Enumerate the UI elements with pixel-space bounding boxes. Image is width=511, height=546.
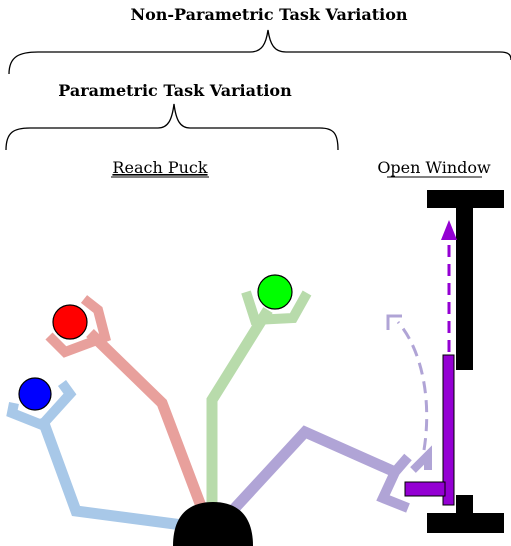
arm-motion-arrow-head [386,314,402,330]
puck-red [52,304,88,340]
parametric-label: Parametric Task Variation [58,81,292,100]
reach-puck-label: Reach Puck [112,158,207,177]
window-frame-lower-post [456,495,473,515]
arm-purple-gripper [376,453,412,513]
non-parametric-brace [8,29,511,75]
arm-purple [217,425,432,526]
arm-green-links [206,307,273,520]
arm-blue-gripper [6,380,77,431]
window-sash [442,354,455,506]
parametric-brace [5,103,339,151]
window-handle [404,481,446,497]
open-window-label: Open Window [377,158,491,177]
arm-red-links [86,329,213,524]
arm-blue [6,380,206,534]
puck-blue [18,377,52,411]
puck-green [257,274,293,310]
window-frame-upper-post [456,208,473,370]
window-frame-top-bar [427,190,504,208]
window-frame-bottom-bar [427,513,504,533]
window-open-arrow-head [441,220,457,240]
arm-blue-links [36,416,206,534]
arm-purple-links [217,425,398,526]
robot-base [173,502,253,546]
arm-red-gripper [45,295,111,358]
arm-red [45,295,213,524]
arm-green-gripper [241,290,312,326]
non-parametric-label: Non-Parametric Task Variation [130,5,407,24]
arm-purple-finger [410,445,432,473]
arm-motion-arrow-shaft [396,321,429,451]
arm-green [206,290,312,520]
